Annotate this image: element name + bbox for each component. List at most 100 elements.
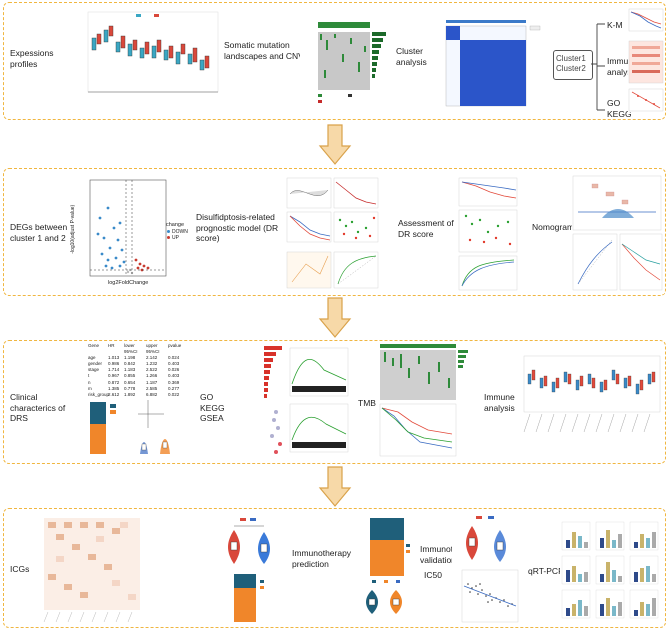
table-header-cell: lower 95%CI <box>124 343 138 355</box>
volcano-xlabel: log2FoldChange <box>108 280 149 286</box>
table-cell: 2.522 <box>146 367 158 373</box>
label-somatic-mutation: Somatic mutation landscapes and CNV <box>224 40 304 61</box>
label-tmb: TMB <box>358 398 376 408</box>
expression-boxplot <box>78 8 220 100</box>
cluster-box-item-2: Cluster2 <box>556 64 586 73</box>
immunotherapy-prediction-plots <box>220 516 288 626</box>
table-cell: 1.013 <box>108 355 120 361</box>
assessment-figures <box>458 176 520 292</box>
table-cell: gender <box>88 361 103 367</box>
cluster-box <box>553 50 593 80</box>
go-plot-small <box>628 88 664 112</box>
volcano-legend-down: DOWN <box>172 229 188 235</box>
table-cell: stage <box>88 367 100 373</box>
label-cluster-analysis: Cluster analysis <box>396 46 427 67</box>
table-row: stage 1.714 1.183 2.522 0.026 <box>88 367 188 373</box>
table-header-cell: upper 95%CI <box>146 343 160 355</box>
table-cell: 0.967 <box>108 373 120 379</box>
table-cell: 0.022 <box>168 391 180 397</box>
immunotherapy-validation-plots <box>356 514 418 626</box>
label-qrt-pcr: qRT-PCR <box>528 566 565 576</box>
table-cell: t <box>88 373 90 379</box>
label-assessment: Assessment of DR score <box>398 218 454 239</box>
label-disulfidptosis-model: Disulfidptosis-related prognostic model … <box>196 212 279 243</box>
table-cell: n <box>88 379 91 385</box>
nomogram-figures <box>572 174 664 294</box>
enrichment-figures <box>236 344 352 460</box>
table-cell: risk_group <box>88 391 110 397</box>
volcano-legend-up: UP <box>172 235 179 241</box>
clinical-plots <box>86 398 192 462</box>
down-arrow-1 <box>318 124 352 165</box>
table-cell: 1.714 <box>108 367 120 373</box>
table-cell: 0.654 <box>124 379 136 385</box>
table-header-cell: pvalue <box>168 343 182 348</box>
label-nomogram: Nomogram <box>532 222 575 232</box>
label-km: K-M <box>607 20 623 30</box>
immune-boxplot <box>520 352 662 448</box>
label-expression-profiles: Expessions profiles <box>10 48 54 69</box>
volcano-ylabel: -log10(adjust P-value) <box>70 204 77 254</box>
legend-dot-up <box>167 236 170 239</box>
table-cell: 2.585 <box>146 385 158 391</box>
label-ic50: IC50 <box>424 570 442 580</box>
table-row: age 1.013 1.198 2.142 0.024 <box>88 355 188 361</box>
label-icgs: ICGs <box>10 564 30 574</box>
bracket-connector <box>591 23 605 111</box>
table-cell: 1.385 <box>108 385 120 391</box>
down-arrow-2 <box>318 297 352 338</box>
table-cell: age <box>88 355 96 361</box>
table-cell: 0.403 <box>168 361 180 367</box>
label-clinical-characterics: Clinical characterics of DRS <box>10 392 66 423</box>
table-cell: 2.142 <box>146 355 158 361</box>
table-cell: 0.986 <box>108 361 120 367</box>
table-cell: 6.882 <box>146 391 158 397</box>
label-go-kegg-gsea: GO KEGG GSEA <box>200 392 225 423</box>
table-cell: 0.778 <box>124 385 136 391</box>
volcano-legend-title: change <box>166 222 185 228</box>
table-cell: 0.277 <box>168 385 180 391</box>
immune-heatmap-small <box>628 40 664 84</box>
consensus-matrix <box>440 6 546 112</box>
label-degs: DEGs between cluster 1 and 2 <box>10 222 68 243</box>
table-cell: 0.872 <box>108 379 120 385</box>
forest-table: Gene HR lower 95%CI upper 95%CI pvalue a… <box>88 343 188 398</box>
table-cell: 1.892 <box>124 391 136 397</box>
table-cell: 2.612 <box>108 391 120 397</box>
panel-model <box>3 168 666 296</box>
table-cell: 0.024 <box>168 355 180 361</box>
forest-table-header: Gene HR lower 95%CI upper 95%CI pvalue <box>88 343 188 355</box>
table-header-cell: Gene <box>88 343 100 348</box>
qrt-pcr-bars <box>560 520 664 624</box>
table-cell: 1.232 <box>146 361 158 367</box>
panel-subtyping <box>3 2 666 120</box>
panel-therapy <box>3 508 666 628</box>
label-go-kegg-1: GO KEGG <box>607 98 632 119</box>
table-header-cell: HR <box>108 343 115 348</box>
label-immune-analysis-1: Immune analysis <box>607 56 638 77</box>
panel-clinical <box>3 340 666 464</box>
oncoplot <box>300 10 396 110</box>
table-cell: m <box>88 385 92 391</box>
table-row: m 1.385 0.778 2.585 0.277 <box>88 386 188 392</box>
table-cell: 0.369 <box>168 379 180 385</box>
table-cell: 1.266 <box>146 373 158 379</box>
table-cell: 0.026 <box>168 367 180 373</box>
legend-dot-down <box>167 230 170 233</box>
label-immunotherapy-prediction: Immunotherapy prediction <box>292 548 352 569</box>
label-immunotherapy-validation: Immunotherapy validation <box>420 544 480 565</box>
table-cell: 0.855 <box>124 373 136 379</box>
table-cell: 1.198 <box>124 355 136 361</box>
table-cell: 0.842 <box>124 361 136 367</box>
table-cell: 1.183 <box>124 367 136 373</box>
volcano-plot <box>80 178 190 290</box>
label-immune-analysis-2: Immune analysis <box>484 392 515 413</box>
model-figure-grid <box>286 176 380 292</box>
ic50-plots <box>452 514 520 626</box>
km-curve-small <box>628 8 664 32</box>
down-arrow-3 <box>318 466 352 507</box>
cluster-box-item-1: Cluster1 <box>556 54 586 63</box>
